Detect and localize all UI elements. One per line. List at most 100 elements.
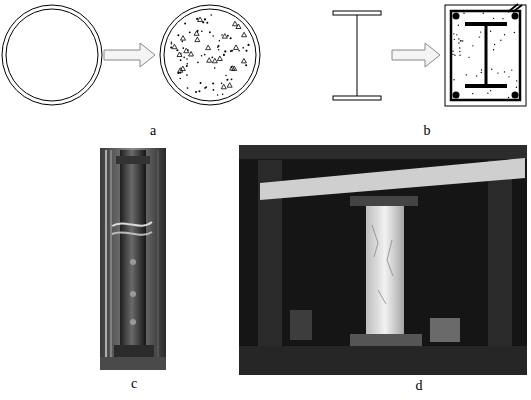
panel-label: d (416, 379, 423, 393)
aggregate-speck (226, 79, 228, 81)
aggregate-speck (195, 37, 200, 42)
aggregate-speck (479, 36, 480, 37)
aggregate-speck (230, 66, 235, 71)
aggregate-speck (182, 47, 184, 49)
aggregate-speck (516, 87, 517, 88)
aggregate-speck (180, 66, 185, 71)
aggregate-speck (211, 56, 213, 58)
block-arrow (104, 43, 155, 67)
aggregate-speck (212, 35, 214, 37)
encased-section (445, 4, 526, 106)
aggregate-speck (516, 80, 517, 81)
aggregate-speck (452, 54, 453, 55)
aggregate-speck (225, 75, 226, 76)
aggregate-speck (227, 35, 229, 37)
aggregate-speck (508, 97, 509, 98)
aggregate-speck (217, 56, 222, 61)
aggregate-speck (196, 18, 198, 20)
aggregate-speck (230, 50, 232, 52)
aggregate-speck (217, 94, 218, 95)
aggregate-speck (487, 92, 488, 93)
aggregate-speck (454, 39, 455, 40)
aggregate-speck (460, 40, 461, 41)
aggregate-speck (179, 78, 181, 80)
aggregate-speck (177, 72, 179, 74)
aggregate-speck (241, 58, 246, 63)
aggregate-speck (238, 50, 240, 52)
aggregate-speck (453, 79, 454, 80)
aggregate-speck (213, 89, 215, 91)
aggregate-speck (458, 42, 459, 43)
aggregate-speck (232, 21, 237, 26)
aggregate-speck (171, 43, 173, 45)
aggregate-speck (184, 23, 186, 25)
aggregate-speck (230, 37, 232, 39)
aggregate-speck (209, 31, 211, 33)
aggregate-speck (493, 18, 494, 19)
aggregate-speck (456, 34, 457, 35)
aggregate-speck (177, 52, 182, 57)
aggregate-speck (204, 87, 206, 89)
aggregate-speck (223, 54, 225, 56)
aggregate-speck (490, 31, 491, 32)
aggregate-speck (204, 18, 206, 20)
aggregate-speck (454, 55, 455, 56)
aggregate-speck (212, 82, 214, 84)
aggregate-speck (497, 72, 498, 73)
aggregate-speck (182, 41, 184, 43)
aggregate-speck (483, 13, 484, 14)
aggregate-speck (186, 63, 188, 65)
aggregate-speck (199, 90, 201, 92)
aggregate-speck (514, 32, 515, 33)
panel-label: c (131, 377, 137, 391)
aggregate-speck (172, 44, 177, 49)
aggregate-speck (189, 51, 194, 56)
aggregate-speck (242, 32, 247, 37)
aggregate-speck (177, 34, 179, 36)
aggregate-speck (219, 40, 221, 42)
aggregate-speck (490, 90, 491, 91)
aggregate-speck (180, 59, 182, 61)
aggregate-speck (242, 47, 244, 49)
aggregate-speck (460, 40, 461, 41)
aggregate-speck (230, 66, 232, 68)
aggregate-speck (200, 82, 202, 84)
aggregate-speck (247, 44, 249, 46)
aggregate-speck (183, 57, 185, 59)
aggregate-speck (222, 93, 224, 95)
aggregate-speck (508, 76, 509, 77)
panel-label: a (150, 124, 156, 138)
aggregate-speck (491, 68, 492, 69)
aggregate-speck (214, 67, 216, 69)
aggregate-speck (481, 69, 482, 70)
aggregate-speck (452, 51, 453, 52)
aggregate-speck (463, 13, 464, 14)
aggregate-speck (195, 91, 197, 93)
aggregate-speck (189, 31, 191, 33)
concrete-filled-tube (160, 5, 260, 105)
aggregate-speck (197, 62, 199, 64)
aggregate-speck (231, 78, 233, 80)
aggregate-speck (176, 49, 178, 51)
aggregate-speck (476, 75, 477, 76)
aggregate-speck (227, 83, 232, 88)
aggregate-speck (170, 47, 172, 49)
aggregate-speck (212, 58, 217, 63)
aggregate-speck (201, 30, 203, 32)
aggregate-speck (206, 22, 208, 24)
aggregate-speck (472, 93, 473, 94)
aggregate-speck (186, 74, 188, 76)
aggregate-speck (221, 34, 223, 36)
aggregate-speck (462, 40, 463, 41)
aggregate-speck (511, 69, 512, 70)
aggregate-speck (480, 31, 481, 32)
aggregate-speck (245, 50, 247, 52)
aggregate-speck (458, 25, 459, 26)
aggregate-speck (234, 45, 239, 50)
panel-label: b (424, 124, 431, 138)
aggregate-speck (466, 74, 467, 75)
photo-test-rig (239, 145, 527, 375)
aggregate-speck (459, 54, 460, 55)
aggregate-speck (206, 45, 211, 50)
